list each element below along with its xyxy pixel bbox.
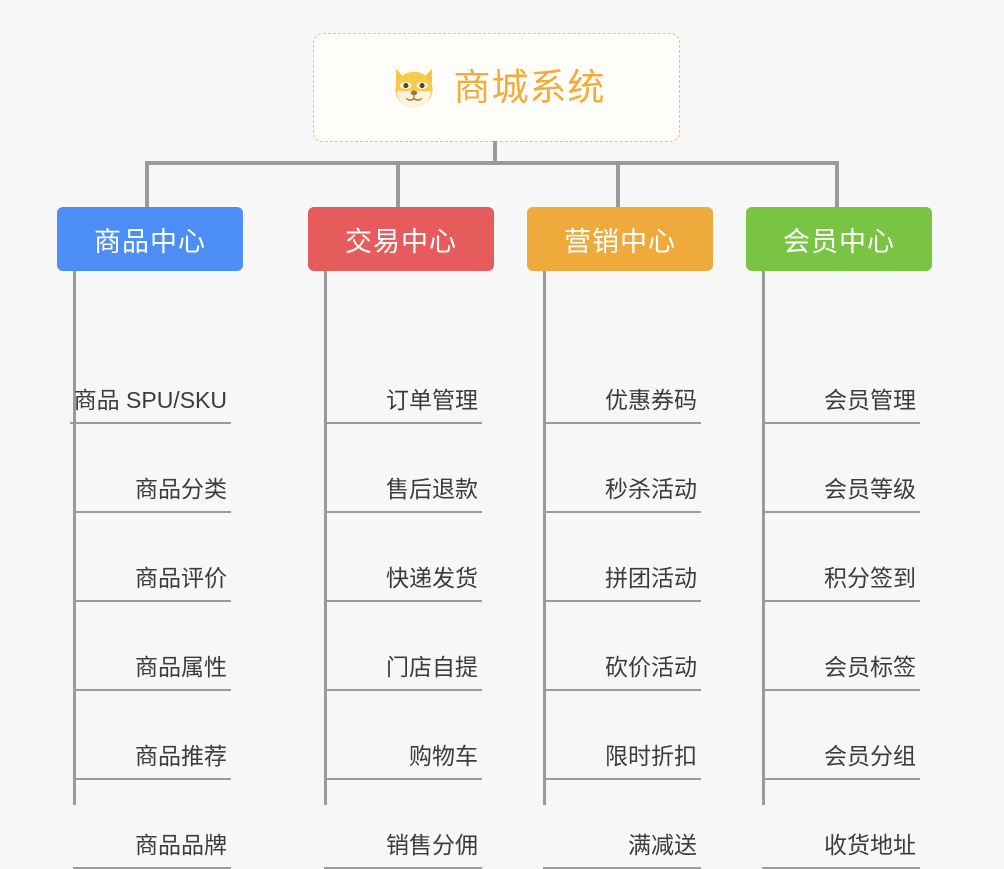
leaf-connector [543,422,601,424]
leaf-connector [543,511,601,513]
branch-header-1[interactable]: 商品中心 [57,207,243,271]
leaf-item[interactable]: 商品推荐 [57,691,243,780]
leaf-item-label: 拼团活动 [601,567,701,602]
leaf-item[interactable]: 商品 SPU/SKU [57,335,243,424]
leaf-item[interactable]: 商品评价 [57,513,243,602]
leaf-connector [762,422,820,424]
branch-spine-3 [543,271,546,805]
branch-header-2[interactable]: 交易中心 [308,207,494,271]
leaf-item[interactable]: 商品品牌 [57,780,243,869]
branch-header-3[interactable]: 营销中心 [527,207,713,271]
leaf-item-label: 秒杀活动 [601,478,701,513]
leaf-connector [762,778,820,780]
root-node-content: 商城系统 [388,62,606,114]
leaf-item-label: 商品推荐 [131,745,231,780]
leaf-item-label: 会员分组 [820,745,920,780]
leaf-item-label: 商品分类 [131,478,231,513]
leaf-item[interactable]: 会员标签 [746,602,932,691]
leaf-item[interactable]: 砍价活动 [527,602,713,691]
branch-spine-2 [324,271,327,805]
leaf-item-label: 优惠券码 [601,389,701,424]
branch-column-2: 交易中心 订单管理 售后退款 快递发货 门店自提 购物车 销售分佣 [308,207,494,869]
leaf-item-label: 门店自提 [382,656,482,691]
branch-leaf-list-4: 会员管理 会员等级 积分签到 会员标签 会员分组 收货地址 [746,271,932,869]
leaf-item-label: 满减送 [624,834,701,869]
leaf-item-label: 快递发货 [382,567,482,602]
leaf-connector [324,600,382,602]
leaf-item-label: 商品 SPU/SKU [69,389,231,424]
leaf-item-label: 商品品牌 [131,834,231,869]
leaf-item[interactable]: 销售分佣 [308,780,494,869]
leaf-item-label: 售后退款 [382,478,482,513]
leaf-connector [543,689,601,691]
branch-spine-1 [73,271,76,805]
branch-leaf-list-2: 订单管理 售后退款 快递发货 门店自提 购物车 销售分佣 [308,271,494,869]
leaf-item[interactable]: 积分签到 [746,513,932,602]
branch-header-label-1: 商品中心 [94,226,206,257]
branch-column-1: 商品中心 商品 SPU/SKU 商品分类 商品评价 商品属性 商品推荐 商品品牌 [57,207,243,869]
leaf-item[interactable]: 快递发货 [308,513,494,602]
mindmap-canvas: 商城系统 商品中心 商品 SPU/SKU 商品分类 商品评价 商品属性 商品推荐… [57,33,932,869]
leaf-connector [73,511,131,513]
leaf-item[interactable]: 订单管理 [308,335,494,424]
leaf-item[interactable]: 商品分类 [57,424,243,513]
connector-stem [493,141,497,163]
leaf-item-label: 收货地址 [820,834,920,869]
branch-column-4: 会员中心 会员管理 会员等级 积分签到 会员标签 会员分组 收货地址 [746,207,932,869]
connector-bus [145,161,839,165]
leaf-item-label: 会员标签 [820,656,920,691]
leaf-item[interactable]: 会员管理 [746,335,932,424]
leaf-item[interactable]: 购物车 [308,691,494,780]
leaf-connector [324,422,382,424]
leaf-connector [73,778,131,780]
branch-spine-4 [762,271,765,805]
leaf-connector [762,689,820,691]
branch-leaf-list-1: 商品 SPU/SKU 商品分类 商品评价 商品属性 商品推荐 商品品牌 [57,271,243,869]
leaf-item[interactable]: 会员分组 [746,691,932,780]
connector-drop-3 [616,161,620,207]
leaf-item[interactable]: 满减送 [527,780,713,869]
branch-leaf-list-3: 优惠券码 秒杀活动 拼团活动 砍价活动 限时折扣 满减送 [527,271,713,869]
connector-drop-4 [835,161,839,207]
leaf-connector [73,600,131,602]
connector-drop-2 [396,161,400,207]
leaf-item-label: 订单管理 [382,389,482,424]
leaf-connector [324,689,382,691]
leaf-item[interactable]: 会员等级 [746,424,932,513]
leaf-connector [762,600,820,602]
branch-header-4[interactable]: 会员中心 [746,207,932,271]
leaf-item[interactable]: 优惠券码 [527,335,713,424]
leaf-connector [324,778,405,780]
leaf-item[interactable]: 拼团活动 [527,513,713,602]
leaf-item[interactable]: 门店自提 [308,602,494,691]
root-title: 商城系统 [453,67,606,108]
branch-header-label-3: 营销中心 [564,226,676,257]
connector-drop-1 [145,161,149,207]
leaf-connector [762,511,820,513]
leaf-connector [73,689,131,691]
leaf-connector [324,511,382,513]
leaf-item-label: 积分签到 [820,567,920,602]
leaf-item[interactable]: 限时折扣 [527,691,713,780]
root-node[interactable]: 商城系统 [313,33,680,142]
leaf-item[interactable]: 售后退款 [308,424,494,513]
leaf-connector [543,600,601,602]
leaf-item[interactable]: 商品属性 [57,602,243,691]
branch-header-label-2: 交易中心 [345,226,457,257]
leaf-item-label: 会员等级 [820,478,920,513]
shiba-dog-face-icon [388,62,440,114]
leaf-item-label: 销售分佣 [382,834,482,869]
branch-header-label-4: 会员中心 [783,226,895,257]
leaf-item-label: 商品属性 [131,656,231,691]
leaf-item[interactable]: 秒杀活动 [527,424,713,513]
leaf-item-label: 限时折扣 [601,745,701,780]
leaf-item-label: 砍价活动 [601,656,701,691]
leaf-item[interactable]: 收货地址 [746,780,932,869]
leaf-connector [543,778,601,780]
leaf-item-label: 商品评价 [131,567,231,602]
branch-column-3: 营销中心 优惠券码 秒杀活动 拼团活动 砍价活动 限时折扣 满减送 [527,207,713,869]
leaf-item-label: 会员管理 [820,389,920,424]
leaf-item-label: 购物车 [405,745,482,780]
